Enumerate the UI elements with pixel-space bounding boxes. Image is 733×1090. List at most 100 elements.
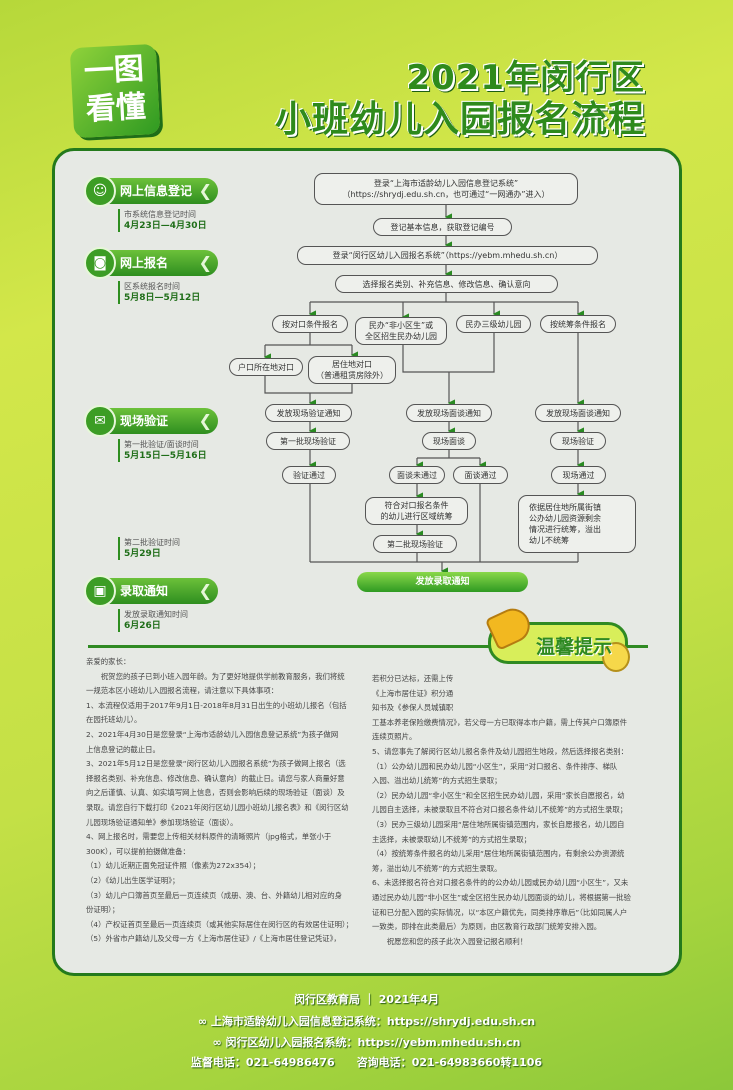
notes-line: （2）民办幼儿园“非小区生”和全区招生民办幼儿园，采用“家长自愿报名，幼: [372, 790, 625, 800]
flow-interview-fail: 面谈未通过: [389, 466, 445, 484]
step-onsite-verification: ✉现场验证❮: [84, 405, 218, 437]
flow-first-verify: 第一批现场验证: [266, 432, 350, 450]
flow-cat-catchment: 按对口条件报名: [272, 315, 348, 333]
notes-right-column: 若积分已达标，还需上传《上海市居住证》积分通知书及《参保人员城镇职工基本养老保险…: [372, 672, 631, 949]
step-date: 5月29日: [124, 549, 161, 559]
notes-left-column: 亲爱的家长： 祝贺您的孩子已到小班入园年龄。为了更好地提供学前教育服务，我们将统…: [86, 655, 353, 947]
step-time: 区系统报名时间 5月8日—5月12日: [118, 281, 200, 304]
second-batch-time: 第二批验证时间 5月29日: [118, 537, 180, 560]
notes-line: 工基本养老保险缴费情况》，若父母一方已取得本市户籍，需上传其户口簿原件: [372, 717, 627, 727]
box-text: （普通租赁房除外）: [316, 371, 388, 380]
notes-line: （4）按统筹条件报名的幼儿采用“居住地所属街镇范围内，有剩余公办资源统: [372, 849, 625, 859]
step-time-label: 区系统报名时间: [124, 282, 180, 291]
flow-interview: 现场面谈: [422, 432, 476, 450]
notes-line: （4）产权证首页至最后一页连续页（或其他实际居住在闵行区的有效居住证明）；: [86, 919, 354, 929]
notes-line: 份证明）；: [86, 905, 120, 915]
notes-line: 向之后谨慎、认真、如实填写网上信息，否则会影响后续的现场验证（面谈）及: [86, 788, 345, 798]
box-text: 民办“非小区生”或: [368, 321, 434, 330]
flow-login-city-system: 登录“上海市适龄幼儿入园信息登记系统” （https://shrydj.edu.s…: [314, 173, 578, 205]
step-time: 第一批验证/面谈时间 5月15日—5月16日: [118, 439, 207, 462]
flow-onsite-pass: 现场通过: [551, 466, 606, 484]
notes-line: 2、2021年4月30日是您登录“上海市适龄幼儿入园信息登记系统”为孩子做网: [86, 729, 339, 739]
box-text: 居住地对口: [332, 360, 372, 369]
flow-notice-verify: 发放现场验证通知: [265, 404, 352, 422]
step-time-label: 发放录取通知时间: [124, 610, 188, 619]
flow-interview-pass: 面谈通过: [453, 466, 508, 484]
notes-line: 连续页照片。: [372, 732, 417, 742]
step-label: 现场验证: [120, 414, 169, 428]
notes-line: 6、未选择报名符合对口报名条件的的公办幼儿园或民办幼儿园“小区生”，又未: [372, 878, 629, 888]
step-label: 录取通知: [120, 584, 169, 598]
flow-connectors: [263, 205, 584, 650]
consult-label: 咨询电话：: [356, 1056, 412, 1069]
notes-line: （1）幼儿近期正面免冠证件照（像素为272x354）；: [86, 861, 261, 871]
step-date: 5月8日—5月12日: [124, 293, 201, 303]
notes-line: （2）《幼儿出生医学证明》；: [86, 875, 180, 885]
supervise-phone: 021-64986476: [245, 1056, 335, 1069]
chevron-left-icon: ❮: [198, 181, 212, 200]
notes-line: 入园、溢出幼儿统筹”的方式招生录取；: [372, 776, 502, 786]
flow-residence-coordination: 依据居住地所属街镇公办幼儿园资源剩余情况进行统筹，溢出幼儿不统筹: [518, 495, 636, 553]
flow-verify-pass: 验证通过: [282, 466, 336, 484]
chevron-left-icon: ❮: [198, 411, 212, 430]
step-time-label: 市系统信息登记时间: [124, 210, 196, 219]
flow-regional-coordination: 符合对口报名条件的幼儿进行区域统筹: [365, 497, 468, 525]
footer-link-city: ∞ 上海市适龄幼儿入园信息登记系统：https://shrydj.edu.sh.…: [0, 1013, 733, 1029]
notes-line: 《上海市居住证》积分通: [372, 688, 454, 698]
consult-phone: 021-64983660转1106: [411, 1056, 543, 1069]
notes-line: 祝愿您和您的孩子此次入园登记报名顺利！: [372, 936, 528, 946]
footer-issuer: 闵行区教育局 ｜ 2021年4月: [294, 993, 439, 1006]
footer-link-district: ∞ 闵行区幼儿入园报名系统：https://yebm.mhedu.sh.cn: [0, 1034, 733, 1050]
link-icon: ∞: [197, 1015, 211, 1028]
step-date: 6月26日: [124, 621, 161, 631]
box-text: 登录“上海市适龄幼儿入园信息登记系统”: [373, 179, 519, 188]
notes-line: 5、请您事先了解闵行区幼儿报名条件及幼儿园招生地段，然后选择报名类别：: [372, 746, 628, 756]
flow-notice-interview-coord: 发放现场面谈通知: [535, 404, 621, 422]
box-text: 情况进行统筹，溢出: [529, 525, 601, 534]
box-text: 幼儿不统筹: [529, 536, 569, 545]
chevron-left-icon: ❮: [198, 581, 212, 600]
divider: [88, 645, 648, 648]
notes-line: 儿园现场验证通知单》参加现场验证（面谈）。: [86, 817, 238, 827]
step-online-info-registration: ☺ 网上信息登记 ❮: [84, 175, 218, 207]
box-text: 依据居住地所属街镇: [529, 503, 601, 512]
lightbulb-icon: [602, 642, 630, 672]
notes-line: 证和已分配入园的实际情况，以“本区户籍优先，同类排序靠后”（比如同属人户: [372, 907, 628, 917]
notes-line: 筹，溢出幼儿不统筹”的方式招生录取。: [372, 863, 502, 873]
warm-tips-badge: 温馨提示: [484, 603, 638, 680]
step-label: 网上信息登记: [120, 184, 193, 198]
flow-choose-category: 选择报名类别、补充信息、修改信息、确认意向: [335, 275, 558, 293]
warm-tips-label: 温馨提示: [536, 636, 613, 658]
box-text: 全区招生民办幼儿园: [365, 332, 437, 341]
user-icon: ☺: [84, 175, 116, 207]
screen-icon: ◙: [84, 247, 116, 279]
flow-cat-private-non-local: 民办“非小区生”或全区招生民办幼儿园: [355, 317, 447, 345]
notes-line: （1）公办幼儿园和民办幼儿园“小区生”，采用“对口报名、条件排序、梯队: [372, 761, 618, 771]
flow-register-info: 登记基本信息，获取登记编号: [373, 218, 512, 236]
step-time-label: 第一批验证/面谈时间: [124, 440, 199, 449]
page-title-line1: 2021年闵行区: [406, 58, 645, 98]
link-url[interactable]: https://yebm.mhedu.sh.cn: [357, 1036, 521, 1049]
flow-onsite-verify: 现场验证: [550, 432, 606, 450]
box-text: （https://shrydj.edu.sh.cn，也可通过“一网通办”进入）: [342, 190, 550, 199]
flow-second-verify: 第二批现场验证: [373, 535, 457, 553]
step-time-label: 第二批验证时间: [124, 538, 180, 547]
document-icon: ▣: [84, 575, 116, 607]
notes-line: 择报名类别、补充信息、修改信息、确认意向）的截止日。请您与家人商量好意: [86, 773, 345, 783]
notes-line: 4、网上报名时，需要您上传相关材料原件的清晰照片（jpg格式，单张小于: [86, 832, 332, 842]
notes-line: 1、本流程仅适用于2017年9月1日-2018年8月31日出生的小班幼儿报名（包…: [86, 700, 347, 710]
step-date: 5月15日—5月16日: [124, 451, 207, 461]
notes-line: 祝贺您的孩子已到小班入园年龄。为了更好地提供学前教育服务，我们将统: [86, 671, 345, 681]
flow-cat-coordination: 按统筹条件报名: [540, 315, 616, 333]
notes-line: 儿园自主选择，未被录取且不符合对口报名条件幼儿不统筹”的方式招生录取；: [372, 805, 628, 815]
notes-line: 3、2021年5月12日是您登录“闵行区幼儿入园报名系统”为孩子做网上报名（选: [86, 759, 346, 769]
notes-line: （3）幼儿户口簿首页至最后一页连续页（成册、澳、台、外籍幼儿相对应的身: [86, 890, 342, 900]
link-label: 上海市适龄幼儿入园信息登记系统：: [210, 1015, 387, 1028]
footer-phones: 监督电话：021-64986476 咨询电话：021-64983660转1106: [0, 1054, 733, 1070]
notes-line: 录取。请您自行下载打印《2021年闵行区幼儿园小班幼儿报名表》和《闵行区幼: [86, 802, 349, 812]
flow-residence-catchment: 居住地对口 （普通租赁房除外）: [308, 356, 396, 384]
link-url[interactable]: https://shrydj.edu.sh.cn: [386, 1015, 536, 1028]
flow-login-district-system: 登录“闵行区幼儿入园报名系统”（https://yebm.mhedu.sh.cn…: [297, 246, 598, 265]
notes-line: 主选择，未被录取幼儿不统筹”的方式招生录取；: [372, 834, 532, 844]
notes-line: 亲爱的家长：: [86, 657, 131, 666]
